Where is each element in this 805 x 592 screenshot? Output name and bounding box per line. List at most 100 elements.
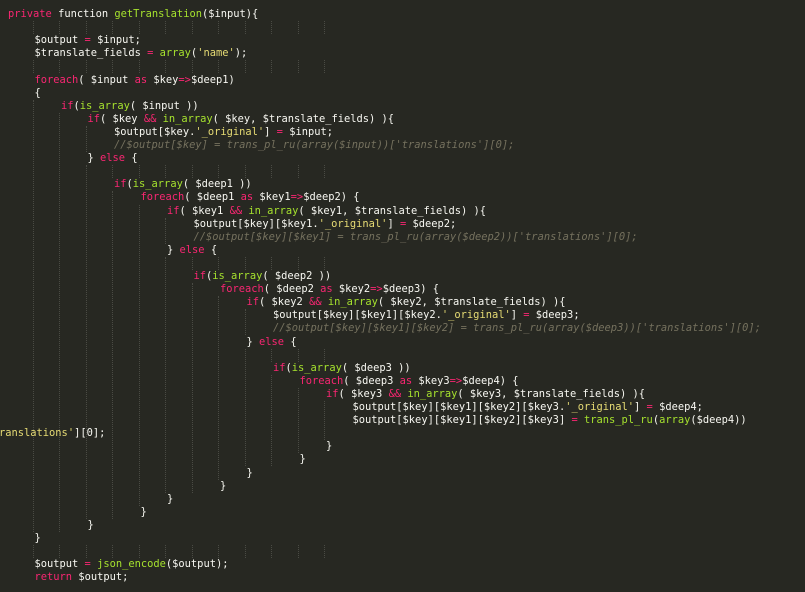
token-text: ( $deep3 )) [341,361,411,374]
token-text: $key2 [338,283,371,296]
token-kw: && [309,296,322,309]
indent-guide [138,204,140,506]
token-text: ( $deep3 [343,374,400,387]
code-line[interactable]: if( $key1 && in_array( $key1, $translate… [167,205,486,218]
code-line[interactable]: $output[$key][$key1][$key2.'_original'] … [273,309,580,322]
code-line[interactable]: foreach( $input as $key=>$deep1) [35,74,235,87]
code-line[interactable]: $output[$key][$key1][$key2][$key3] = tra… [353,414,747,427]
token-text: $key3 [418,374,450,387]
token-text: $translate_fields [34,47,148,60]
code-line[interactable]: } [35,532,41,545]
indent-guide [271,348,272,362]
code-line[interactable]: $output[$key.'_original'] = $input; [114,126,333,139]
token-text: ( [652,414,660,427]
token-kw: if [114,178,127,191]
code-line[interactable]: $output = $input; [35,34,141,47]
token-text: ); [234,47,248,60]
indent-guide [59,545,60,559]
indent-guide [85,545,87,559]
token-kw: && [143,112,157,125]
token-fn: is_array [132,178,183,191]
code-line[interactable]: } else { [88,152,138,165]
indent-guide [59,112,60,532]
code-line[interactable]: $output = json_encode($output); [35,558,229,571]
token-cm: //$output[$key][$key1] = trans_pl_ru(arr… [193,230,638,243]
token-text: { [34,86,41,99]
token-fn: is_array [212,270,263,282]
code-line[interactable]: if(is_array( $deep3 )) [273,362,411,375]
code-line[interactable]: if( $key3 && in_array( $key3, $translate… [326,388,645,401]
indent-guide [165,165,166,179]
token-fn: array [659,414,691,427]
token-fn: in_array [248,204,299,217]
code-line[interactable]: } [88,519,94,532]
token-text: $deep4; [659,401,703,413]
code-line[interactable]: foreach( $deep2 as $key2=>$deep3) { [220,283,439,296]
token-text: function [58,8,115,20]
indent-guide [112,21,113,35]
token-kw: => [178,73,191,86]
indent-guide [165,545,166,559]
token-text: $input; [97,34,141,47]
code-line[interactable]: { [35,87,41,100]
code-line[interactable]: if(is_array( $input )) [61,100,199,113]
token-text: ( $deep1 [184,191,241,204]
token-text: } [34,532,41,544]
token-text: ( $key1, $translate_fields) ){ [298,204,487,217]
code-line[interactable]: $output[$key][$key1.'_original'] = $deep… [194,218,457,231]
indent-guide [271,374,272,467]
code-line[interactable]: } [247,467,253,480]
token-kw: foreach [299,374,344,387]
token-text: } [87,518,94,531]
token-text: } [326,440,333,453]
code-line[interactable]: if(is_array( $deep2 )) [194,270,332,283]
indent-guide [112,165,113,179]
code-line[interactable]: //$output[$key][$key1] = trans_pl_ru(arr… [194,231,638,244]
token-st: '_original' [318,217,388,230]
code-line[interactable]: $translate_fields = array('name'); [35,47,248,60]
code-line[interactable]: foreach( $deep1 as $key1=>$deep2) { [141,191,360,204]
token-text: $key [153,73,179,86]
token-text: $output[$key][$key1][$key2][$key3. [352,401,566,413]
indent-guide [112,545,113,559]
indent-guide [324,545,325,559]
code-line[interactable]: if( $key2 && in_array( $key2, $translate… [247,296,566,309]
code-line[interactable]: ranslations'][0]; [0,427,105,440]
code-line[interactable]: } [167,493,173,506]
token-text: ( [206,270,213,282]
token-text: } [167,492,174,505]
code-line[interactable]: if( $key && in_array( $key, $translate_f… [88,113,395,126]
code-line[interactable]: $output[$key][$key1][$key2][$key3.'_orig… [353,401,703,414]
code-line[interactable]: } [300,453,306,466]
code-line[interactable]: private function getTranslation($input){ [8,8,258,21]
indent-guide [59,21,60,35]
token-fn: is_array [79,99,130,112]
indent-guide [32,60,34,74]
code-line[interactable]: return $output; [35,571,129,584]
indent-guide [138,545,140,559]
token-kw: && [229,204,243,217]
code-line[interactable]: } [141,506,147,519]
code-line[interactable]: if(is_array( $deep1 )) [114,178,252,191]
indent-guide [191,165,193,179]
code-line[interactable]: } [220,480,226,493]
token-kw: if [193,270,207,282]
indent-guide [32,545,34,559]
indent-guide [297,545,299,559]
indent-guide [271,165,272,179]
indent-guide [324,401,325,441]
code-line[interactable]: } [326,440,332,453]
indent-guide [218,165,219,179]
indent-guide [244,256,246,270]
code-line[interactable]: foreach( $deep3 as $key3=>$deep4) { [300,375,519,388]
code-line[interactable]: //$output[$key] = trans_pl_ru(array($inp… [114,139,514,152]
code-line[interactable]: //$output[$key][$key1][$key2] = trans_pl… [273,322,761,335]
indent-guide [244,309,246,336]
code-line[interactable]: } else { [247,336,297,349]
code-line[interactable]: } else { [167,244,217,257]
token-text: $deep2; [412,217,457,230]
token-text: $deep2) { [303,191,360,204]
token-kw: = [571,414,578,427]
token-text: { [131,152,138,165]
